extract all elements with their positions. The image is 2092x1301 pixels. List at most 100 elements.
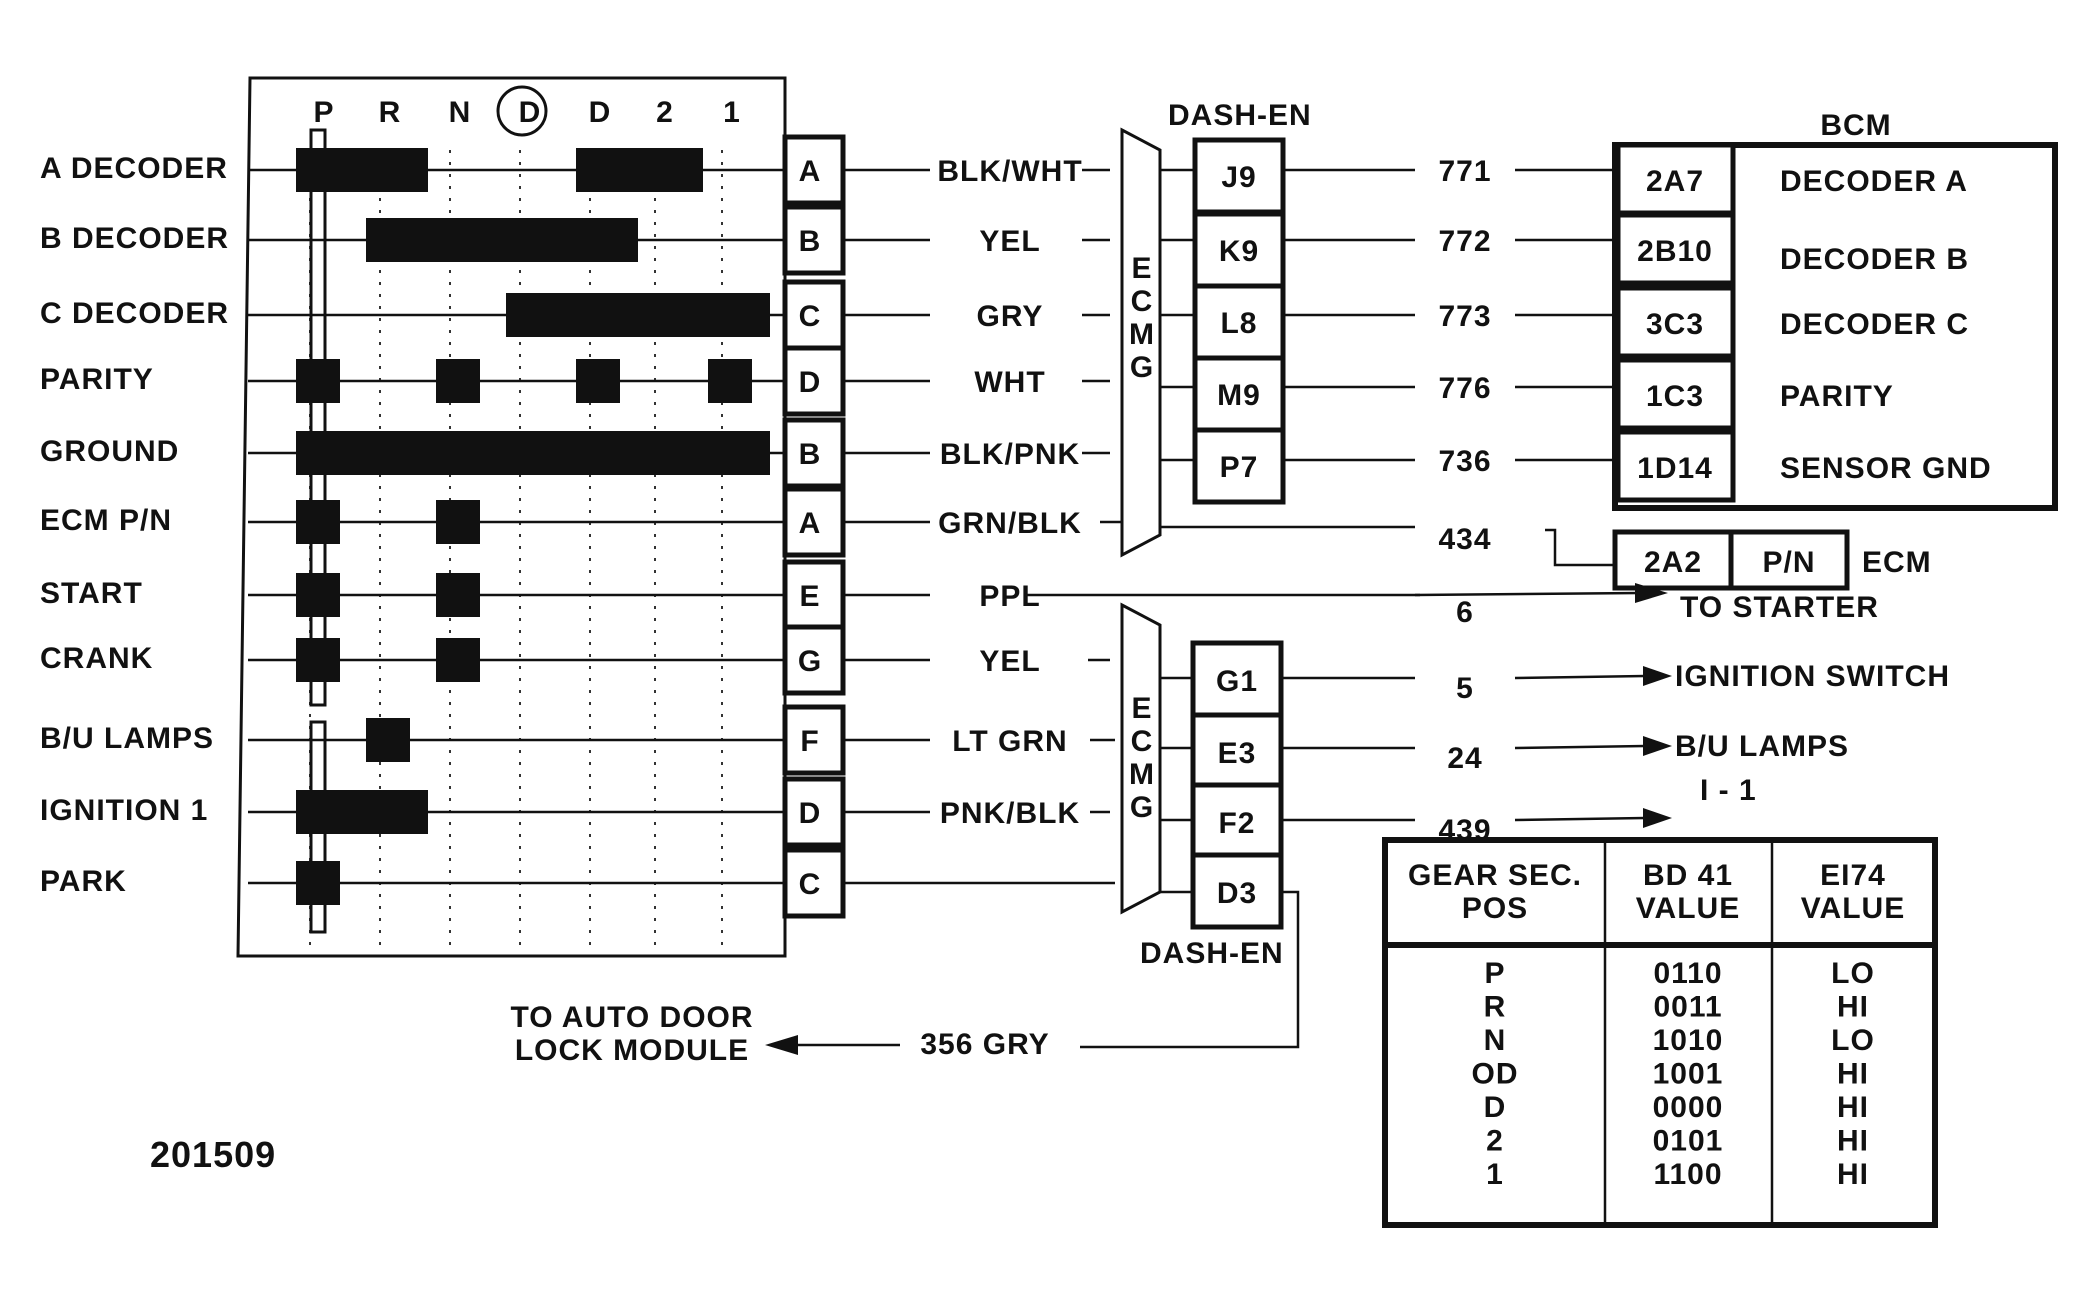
ecmpn-label: ECM xyxy=(1862,546,1932,579)
ecmpn-function-box xyxy=(1728,529,1850,591)
ecmg-lower-letter-1: C xyxy=(1131,725,1154,758)
contact-bar-10-0 xyxy=(296,861,340,905)
switch-plunger-upper xyxy=(309,128,327,707)
gear-table-cell-1-0: R xyxy=(1484,991,1507,1024)
bcm-title: BCM xyxy=(1820,109,1891,142)
lower-arrow-2 xyxy=(1643,808,1672,828)
gear-table-cell-6-0: 1 xyxy=(1486,1158,1504,1191)
gear-table-cell-3-1: 1001 xyxy=(1653,1058,1724,1091)
figure-id: 201509 xyxy=(150,1134,276,1175)
contact-bar-0-0 xyxy=(296,148,428,192)
upper-pin-label-2: L8 xyxy=(1220,307,1257,340)
row-label-9: IGNITION 1 xyxy=(40,794,208,827)
lower-pin-box-1 xyxy=(1190,712,1284,790)
pin-box-10 xyxy=(782,847,846,919)
gear-table-header-0-b: POS xyxy=(1462,892,1528,925)
contact-bar-6-0 xyxy=(296,573,340,617)
bcm-pin-box-0 xyxy=(1615,142,1736,216)
pin-letter-6: E xyxy=(799,580,820,613)
gear-table-cell-5-1: 0101 xyxy=(1653,1125,1724,1158)
position-label-3: D xyxy=(519,96,542,129)
pin-box-9 xyxy=(782,776,846,848)
gear-table-cell-4-2: HI xyxy=(1837,1091,1869,1124)
gear-table-header-2-b: VALUE xyxy=(1801,892,1905,925)
ecmg-upper-letter-0: E xyxy=(1131,252,1152,285)
upper-pin-box-1 xyxy=(1192,211,1286,289)
wire-color-8: LT GRN xyxy=(952,725,1067,758)
pin-letter-2: C xyxy=(799,300,822,333)
pin-letter-7: G xyxy=(798,645,822,678)
door-lock-label-1: TO AUTO DOOR xyxy=(510,1001,753,1034)
gear-table-cell-1-1: 0011 xyxy=(1653,991,1722,1024)
door-lock-circuit: 356 GRY xyxy=(920,1028,1049,1061)
bcm-function-4: SENSOR GND xyxy=(1780,452,1992,485)
contact-bar-5-0 xyxy=(296,500,340,544)
lower-destination-0: IGNITION SWITCH xyxy=(1675,660,1950,693)
gear-table-cell-1-2: HI xyxy=(1837,991,1869,1024)
lower-destination-2: I - 1 xyxy=(1700,774,1757,807)
bcm-pin-2: 3C3 xyxy=(1646,308,1704,341)
wire-color-3: WHT xyxy=(974,366,1045,399)
lower-circuit-line-b-2 xyxy=(1514,816,1646,822)
gear-table-cell-5-2: HI xyxy=(1837,1125,1869,1158)
wire-color-7: YEL xyxy=(979,645,1040,678)
position-label-2: N xyxy=(449,96,472,129)
wire-color-4: BLK/PNK xyxy=(940,438,1080,471)
upper-pin-label-4: P7 xyxy=(1220,451,1259,484)
bcm-pin-box-3 xyxy=(1615,357,1736,431)
bcm-function-3: PARITY xyxy=(1780,380,1894,413)
pin-box-3 xyxy=(782,345,846,417)
gear-table-cell-0-0: P xyxy=(1484,957,1505,990)
contact-bar-7-1 xyxy=(436,638,480,682)
contact-bar-3-2 xyxy=(576,359,620,403)
bcm-pin-box-2 xyxy=(1615,285,1736,359)
contact-bar-2-0 xyxy=(506,293,770,337)
starter-arrow xyxy=(1635,583,1668,603)
pin-letter-8: F xyxy=(800,725,819,758)
wire-color-6: PPL xyxy=(979,580,1040,613)
ecmg-upper-letter-2: M xyxy=(1129,318,1155,351)
lower-arrow-0 xyxy=(1643,666,1672,686)
upper-pin-box-4 xyxy=(1192,427,1286,505)
gear-table-frame xyxy=(1382,837,1938,1228)
wire-color-5: GRN/BLK xyxy=(938,507,1082,540)
ecmg-lower-letter-2: M xyxy=(1129,758,1155,791)
contact-bar-5-1 xyxy=(436,500,480,544)
row-label-8: B/U LAMPS xyxy=(40,722,214,755)
pin-box-7 xyxy=(782,624,846,696)
lower-destination-1: B/U LAMPS xyxy=(1675,730,1849,763)
contact-bar-0-1 xyxy=(576,148,703,192)
upper-pin-box-0 xyxy=(1192,137,1286,215)
pin-letter-5: A xyxy=(799,507,822,540)
contact-bar-3-0 xyxy=(296,359,340,403)
gear-table-cell-2-1: 1010 xyxy=(1653,1024,1724,1057)
gear-table-cell-2-0: N xyxy=(1484,1024,1507,1057)
contact-bar-8-0 xyxy=(366,718,410,762)
door-lock-line-a xyxy=(1080,890,1300,1049)
bcm-pin-box-4 xyxy=(1615,429,1736,503)
wire-color-0: BLK/WHT xyxy=(937,155,1082,188)
door-lock-arrow xyxy=(765,1035,798,1055)
gear-table-header-1-b: VALUE xyxy=(1636,892,1740,925)
lower-pin-label-0: G1 xyxy=(1216,665,1258,698)
upper-pin-label-0: J9 xyxy=(1221,161,1256,194)
wire-color-2: GRY xyxy=(977,300,1044,333)
upper-circuit-2: 773 xyxy=(1438,300,1491,333)
row-label-0: A DECODER xyxy=(40,152,228,185)
pin-box-1 xyxy=(782,204,846,276)
gear-table-cell-5-0: 2 xyxy=(1486,1125,1504,1158)
lower-pin-label-3: D3 xyxy=(1217,877,1257,910)
lower-circuit-line-b-1 xyxy=(1514,744,1646,750)
gear-table-cell-0-2: LO xyxy=(1831,957,1875,990)
position-label-1: R xyxy=(379,96,402,129)
gear-table-header-0-a: GEAR SEC. xyxy=(1408,859,1582,892)
ecmg-lower-letter-0: E xyxy=(1131,692,1152,725)
row-label-6: START xyxy=(40,577,143,610)
door-lock-label-2: LOCK MODULE xyxy=(515,1034,749,1067)
lower-pin-box-0 xyxy=(1190,640,1284,718)
gear-table-header-1-a: BD 41 xyxy=(1643,859,1733,892)
lower-pin-label-1: E3 xyxy=(1218,737,1257,770)
upper-circuit-1: 772 xyxy=(1438,225,1491,258)
upper-pin-label-1: K9 xyxy=(1219,235,1259,268)
ecmpn-pin: 2A2 xyxy=(1644,546,1702,579)
